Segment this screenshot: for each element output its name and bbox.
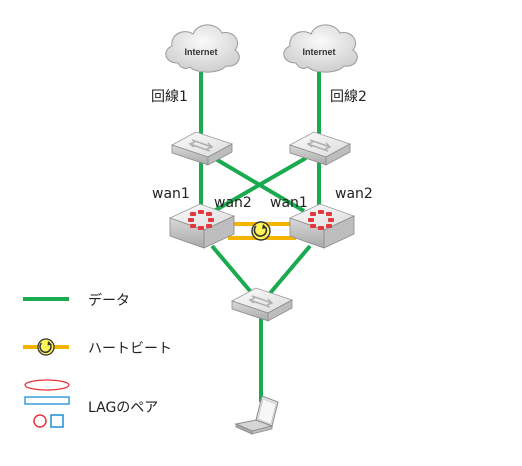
link-fg1-switch3 — [210, 244, 258, 300]
link-fg2-switch3 — [264, 244, 312, 300]
heartbeat-icon — [37, 338, 55, 356]
lag-blue-rect — [24, 396, 70, 405]
cloud-label-1: Internet — [184, 47, 217, 57]
switch-icon — [230, 287, 294, 322]
fortigate-icon — [288, 203, 356, 249]
line-label-1: 回線1 — [151, 89, 188, 105]
port-label-right-wan2: wan2 — [335, 186, 373, 202]
legend — [23, 297, 70, 428]
cloud-icon — [165, 24, 240, 73]
port-label-left-wan2: wan2 — [214, 195, 252, 211]
heartbeat-icon — [251, 221, 271, 241]
data-links — [199, 72, 321, 402]
cloud-label-2: Internet — [302, 47, 335, 57]
port-label-right-wan1: wan1 — [270, 195, 308, 211]
lag-red-ellipse — [24, 379, 70, 391]
line-label-2: 回線2 — [330, 89, 367, 105]
lag-blue-square — [50, 414, 64, 428]
fortigate-logo — [188, 210, 214, 230]
legend-heartbeat-label: ハートビート — [88, 341, 172, 357]
switch-icon — [288, 131, 352, 166]
laptop-icon — [234, 395, 279, 435]
fortigate-logo — [308, 210, 334, 230]
lag-red-circle — [33, 414, 47, 428]
switch-icon — [170, 131, 234, 166]
link-switch2-fg1 — [213, 156, 307, 213]
fortigate-icon — [168, 203, 236, 249]
legend-data-label: データ — [88, 293, 130, 309]
legend-lag-label: LAGのペア — [88, 400, 159, 416]
port-label-left-wan1: wan1 — [152, 186, 190, 202]
cloud-icon — [283, 24, 358, 73]
